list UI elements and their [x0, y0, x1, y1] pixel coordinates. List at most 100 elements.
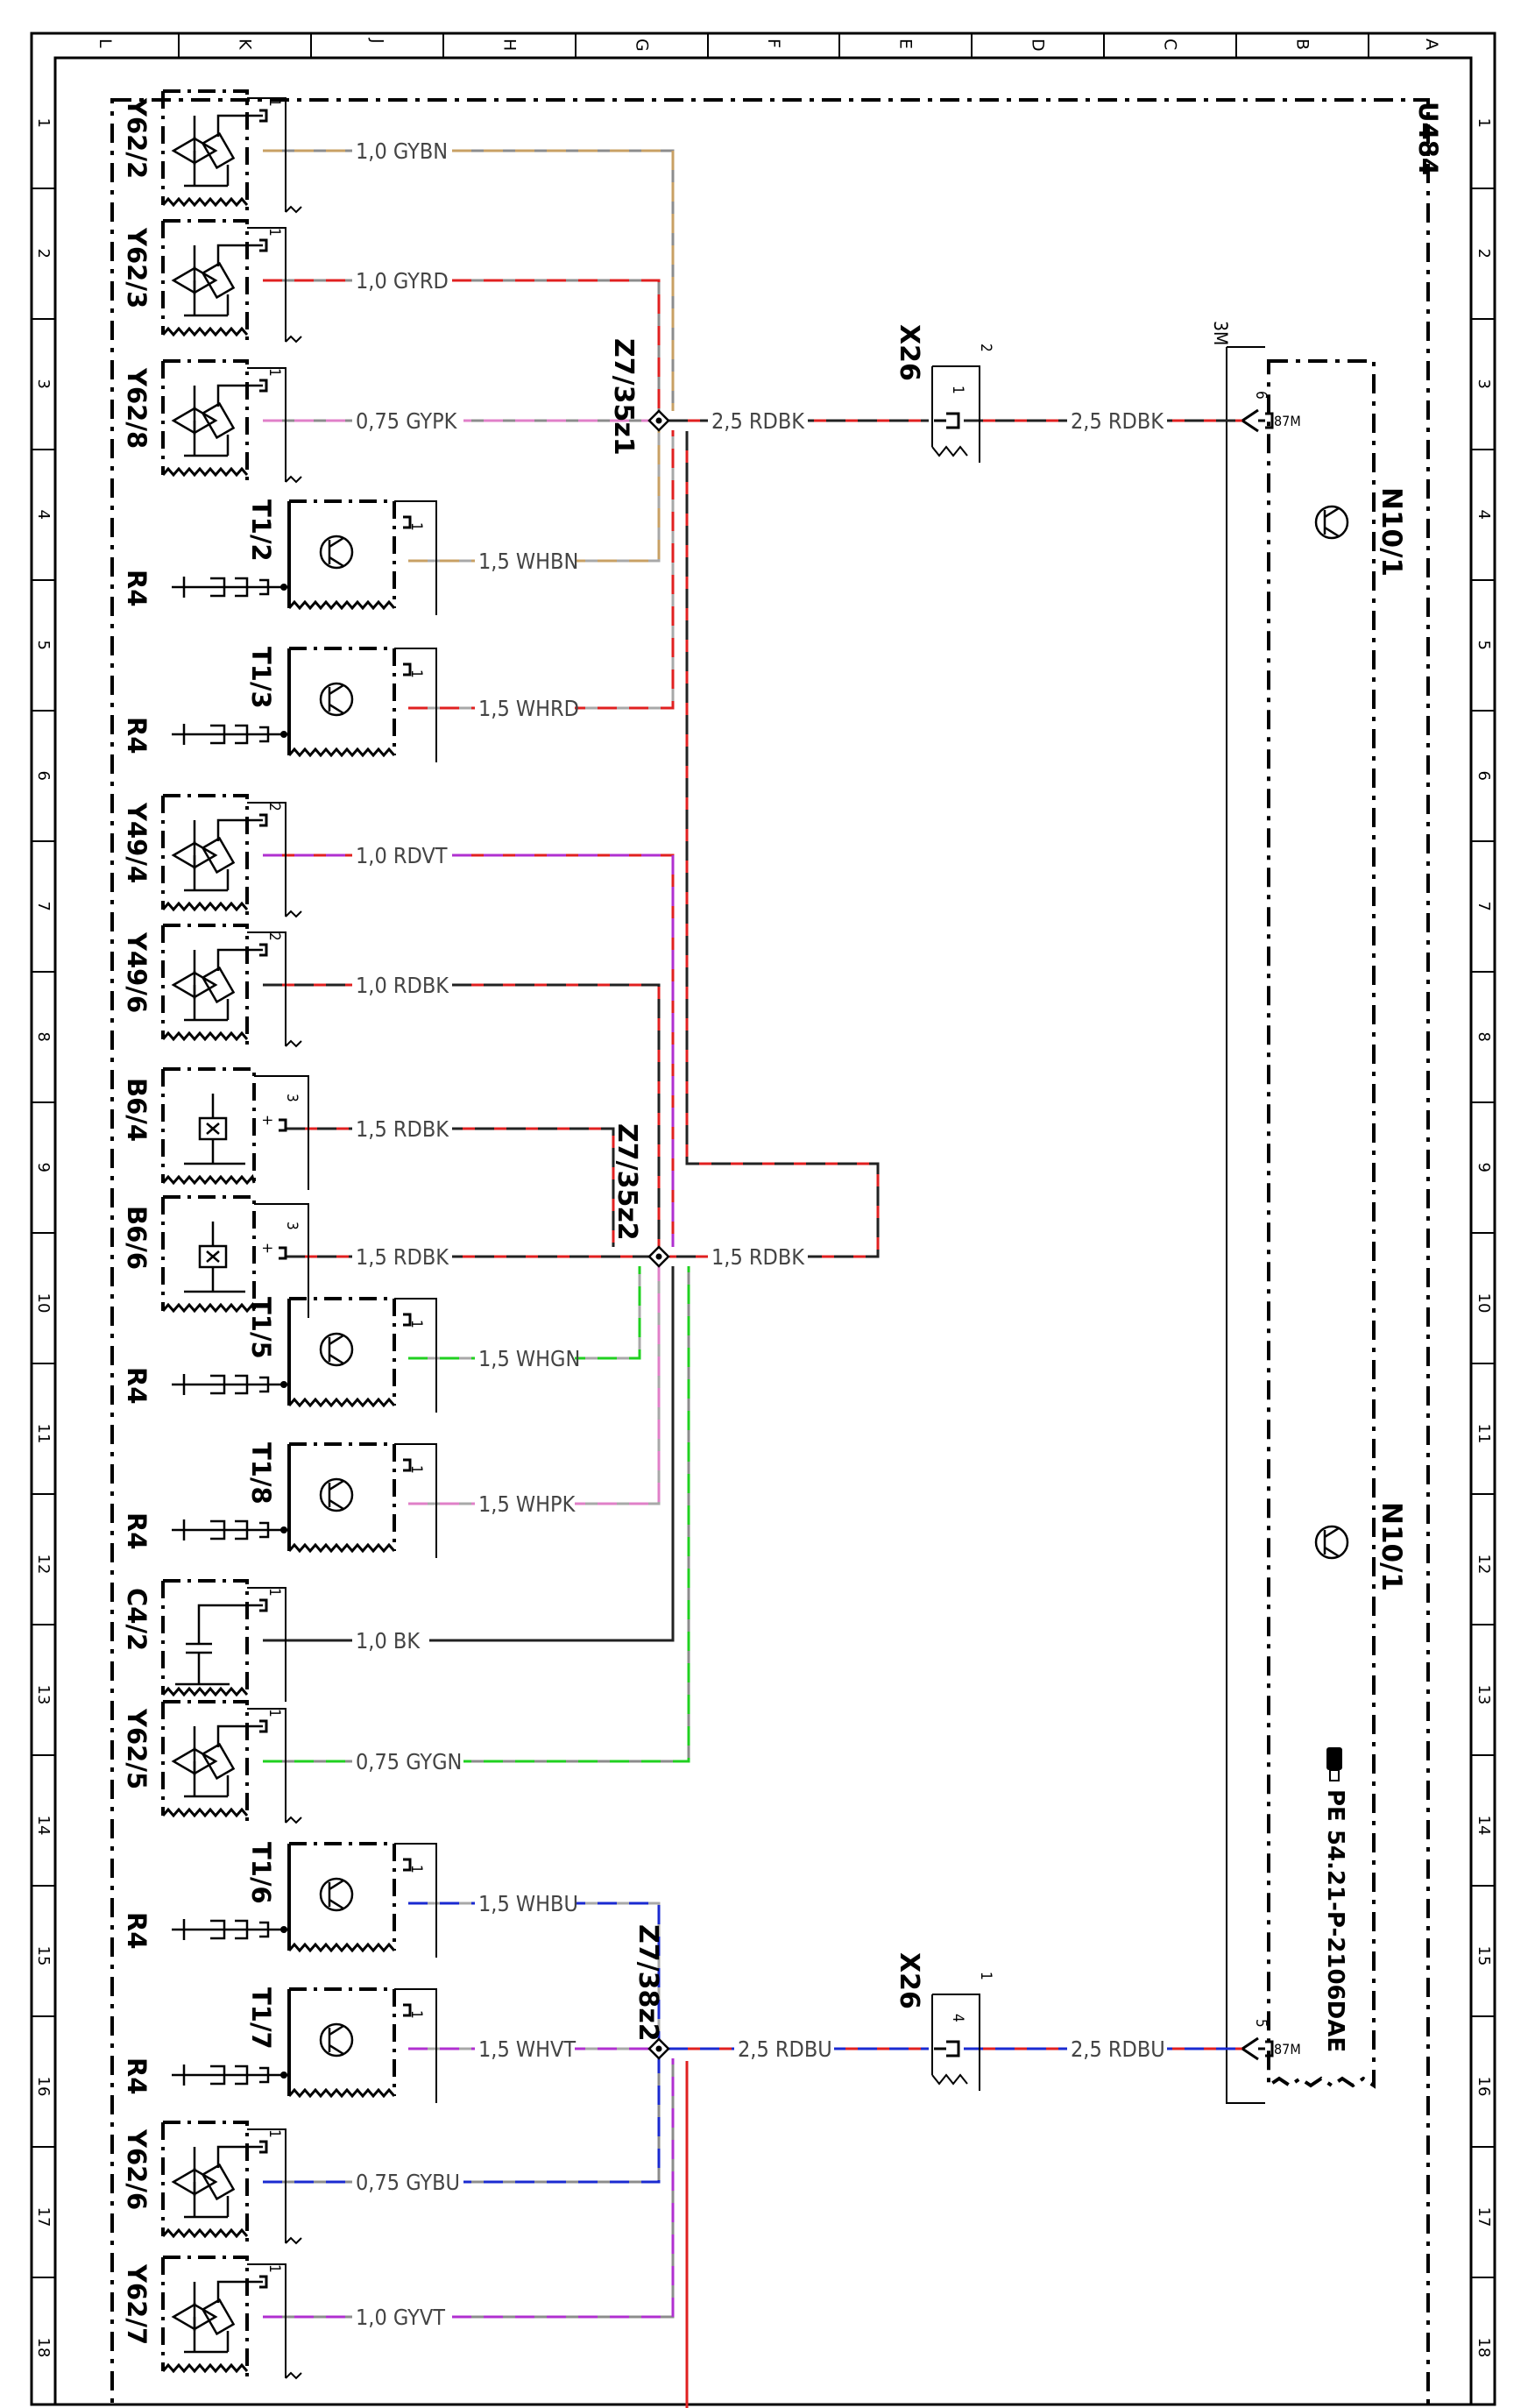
- y62-5-label: Y62/5: [122, 1708, 152, 1789]
- x26-bottom-pin: 1: [977, 1972, 994, 1980]
- t1-5-label: T1/5: [246, 1297, 276, 1359]
- frame-grid-lines: [32, 33, 1495, 2278]
- row-label: 16: [1475, 2077, 1493, 2097]
- wire-label-y62-2: 1,0 GYBN: [356, 138, 448, 164]
- row-label: 15: [1475, 1946, 1493, 1966]
- y62-7-label: Y62/7: [122, 2263, 152, 2345]
- t1-7-pin: 1: [407, 2010, 425, 2019]
- wire-label-y62-7: 1,0 GYVT: [356, 2305, 445, 2330]
- y62-8: [161, 359, 302, 484]
- n10-label-top: N10/1: [1376, 487, 1407, 577]
- x26-bottom: [931, 1994, 980, 2091]
- y62-6-pin: 1: [265, 2129, 283, 2138]
- row-label: 13: [34, 1685, 53, 1705]
- b6-4-pin: 3: [283, 1094, 301, 1102]
- t1-6-label: T1/6: [246, 1842, 276, 1904]
- wire-label-b6-4: 1,5 RDBK: [356, 1116, 449, 1142]
- row-label: 5: [34, 641, 53, 650]
- splice-z7-35z2: [647, 1245, 670, 1268]
- n10-pin-bottom-87m: 87M: [1274, 2041, 1301, 2057]
- column-label: F: [764, 39, 783, 48]
- n10-transistor-icon-bottom: [1314, 1525, 1349, 1560]
- row-label: 17: [34, 2207, 53, 2227]
- row-label: 1: [34, 118, 53, 128]
- row-label: 1: [1475, 118, 1493, 128]
- row-label: 15: [34, 1946, 53, 1966]
- row-label: 7: [1475, 902, 1493, 911]
- row-label: 2: [1475, 249, 1493, 259]
- wire-label-c4-2: 1,0 BK: [356, 1628, 421, 1654]
- t1-3: [172, 647, 437, 762]
- t1-3-pin: 1: [407, 669, 425, 678]
- t1-6: [172, 1842, 437, 1958]
- y62-6: [161, 2121, 302, 2245]
- wire-label-z2-loop: 1,5 RDBK: [711, 1244, 805, 1270]
- row-label: 2: [34, 249, 53, 259]
- splice-z7-35z1: [647, 409, 670, 432]
- t1-6-pin: 1: [407, 1865, 425, 1873]
- row-label: 17: [1475, 2207, 1493, 2227]
- wire-label-y49-4: 1,0 RDVT: [356, 843, 448, 868]
- y62-8-label: Y62/8: [122, 367, 152, 449]
- row-label: 6: [1475, 771, 1493, 781]
- b6-6-plus: +: [258, 1243, 276, 1254]
- row-label: 14: [34, 1816, 53, 1836]
- t1-2-r4-label: R4: [122, 570, 152, 607]
- x26-bottom-label: X26: [894, 1952, 924, 2009]
- inner-frame: [53, 56, 1473, 2406]
- row-label: 4: [1475, 510, 1493, 520]
- y49-6-label: Y49/6: [122, 931, 152, 1013]
- wire-label-y49-6: 1,0 RDBK: [356, 973, 449, 998]
- t1-2-pin: 1: [407, 522, 425, 531]
- splice-label-z7-38z2: Z7/38z2: [633, 1924, 663, 2042]
- row-label: 3: [1475, 379, 1493, 389]
- row-label: 9: [34, 1163, 53, 1172]
- row-label: 16: [34, 2077, 53, 2097]
- row-label: 18: [34, 2338, 53, 2358]
- t1-7-r4-label: R4: [122, 2057, 152, 2095]
- module-label: U484: [1413, 102, 1443, 175]
- y62-8-pin: 1: [265, 368, 283, 377]
- column-label: B: [1293, 39, 1312, 50]
- column-label: K: [236, 39, 255, 50]
- y62-3: [161, 219, 302, 343]
- c4-2-pin: 1: [265, 1588, 283, 1597]
- wire-label-x26-n10-bottom: 2,5 RDBU: [1071, 2036, 1165, 2062]
- wire-label-t1-7: 1,5 WHVT: [478, 2036, 576, 2062]
- b6-4: [161, 1067, 309, 1190]
- n10-reference: PE 54.21-P-2106DAE: [1322, 1789, 1348, 2052]
- wire-label-y62-6: 0,75 GYBU: [356, 2170, 460, 2195]
- y62-2: [161, 89, 302, 214]
- n10-shield-bracket: [1226, 346, 1265, 2104]
- t1-6-r4-label: R4: [122, 1912, 152, 1950]
- column-label: E: [896, 39, 916, 49]
- y62-5-pin: 1: [265, 1709, 283, 1717]
- t1-8-r4-label: R4: [122, 1512, 152, 1550]
- splice-label-z7-35z2: Z7/35z2: [612, 1123, 642, 1241]
- b6-4-label: B6/4: [122, 1078, 152, 1142]
- wire-label-t1-5: 1,5 WHGN: [478, 1346, 580, 1371]
- x26-top-inner-pin: 1: [949, 386, 966, 394]
- n10-boundary: [1267, 359, 1376, 2089]
- row-label: 3: [34, 379, 53, 389]
- y62-2-label: Y62/2: [122, 97, 152, 179]
- splice-label-z7-35z1: Z7/35z1: [608, 338, 639, 456]
- n10-pin-top-87m: 87M: [1274, 413, 1301, 429]
- wire-label-b6-6: 1,5 RDBK: [356, 1244, 449, 1270]
- t1-8-pin: 1: [407, 1465, 425, 1474]
- page-frame: [30, 32, 1496, 2406]
- row-label: 18: [1475, 2338, 1493, 2358]
- column-label: C: [1161, 39, 1180, 50]
- row-label: 11: [34, 1424, 53, 1444]
- b6-4-plus: +: [258, 1115, 276, 1126]
- row-label: 14: [1475, 1816, 1493, 1836]
- n10-transistor-icon-top: [1314, 505, 1349, 540]
- t1-3-label: T1/3: [246, 647, 276, 709]
- wire-label-y62-3: 1,0 GYRD: [356, 268, 449, 294]
- t1-7-label: T1/7: [246, 1987, 276, 2050]
- y49-6-pin: 2: [265, 932, 283, 941]
- t1-5: [172, 1297, 437, 1413]
